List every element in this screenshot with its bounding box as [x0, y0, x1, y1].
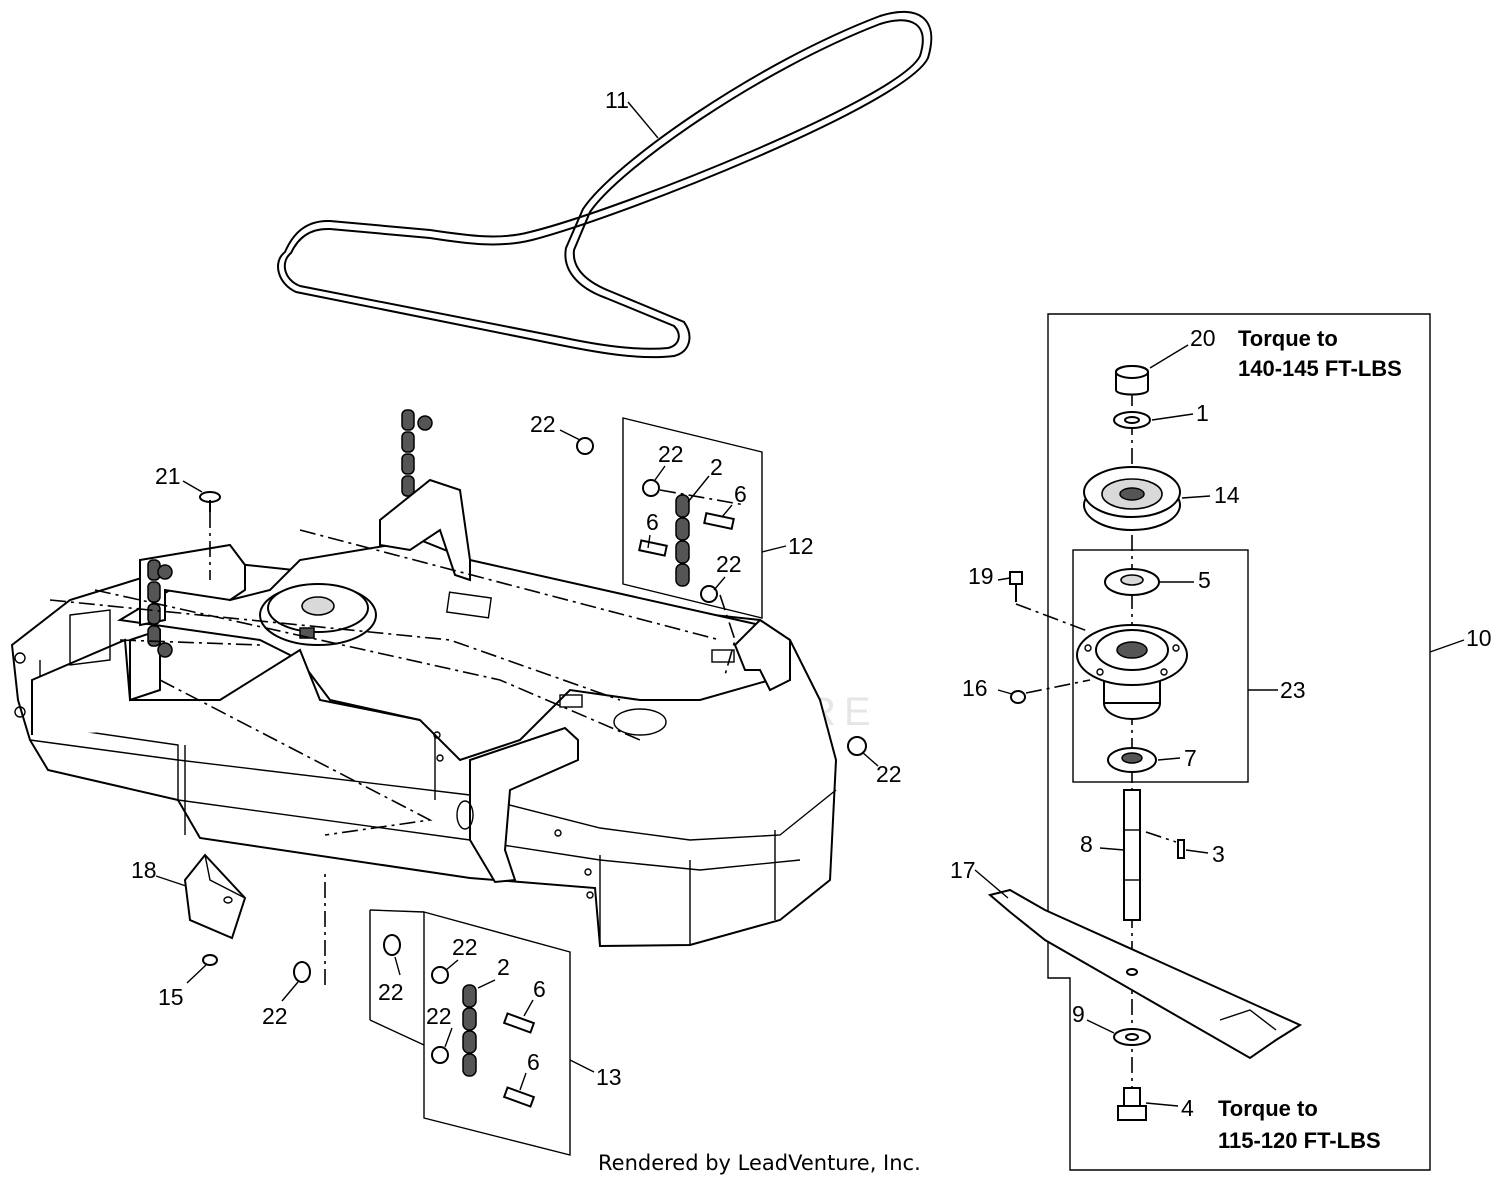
leader-lines: [155, 101, 1465, 1107]
callout-19: 19: [968, 563, 994, 589]
nut-22-top: [576, 437, 594, 455]
callout-22: 22: [530, 411, 556, 437]
belt-drawing: [277, 10, 933, 359]
callout-7: 7: [1184, 745, 1197, 771]
callout-23: 23: [1280, 677, 1306, 703]
callout-4: 4: [1181, 1095, 1194, 1121]
callout-22: 22: [658, 441, 684, 467]
pin-21-drawing: [199, 491, 221, 580]
callout-16: 16: [962, 675, 988, 701]
callout-5: 5: [1198, 567, 1211, 593]
callout-13: 13: [596, 1064, 622, 1090]
callout-11: 11: [605, 87, 629, 113]
callout-3: 3: [1212, 841, 1225, 867]
torque-note-top-line1: Torque to: [1238, 326, 1338, 351]
callout-12: 12: [788, 533, 814, 559]
callout-20: 20: [1190, 325, 1216, 351]
callout-22: 22: [452, 934, 478, 960]
torque-note-bottom-line1: Torque to: [1218, 1096, 1318, 1121]
callout-6: 6: [533, 976, 546, 1002]
callout-8: 8: [1080, 831, 1093, 857]
bracket-18-drawing: [183, 853, 247, 966]
callout-labels: 11 22 22 22 22 22 22 22 22 21 2 2 6 6 6 …: [131, 87, 1492, 1121]
callout-15: 15: [158, 984, 184, 1010]
callout-22: 22: [876, 761, 902, 787]
torque-note-top-line2: 140-145 FT-LBS: [1238, 356, 1402, 381]
callout-6: 6: [646, 509, 659, 535]
callout-14: 14: [1214, 482, 1240, 508]
torque-note-bottom-line2: 115-120 FT-LBS: [1218, 1128, 1381, 1153]
spindle-assembly-drawing: [987, 313, 1431, 1171]
callout-22: 22: [262, 1003, 288, 1029]
callout-9: 9: [1072, 1001, 1085, 1027]
callout-18: 18: [131, 857, 157, 883]
callout-17: 17: [950, 857, 976, 883]
callout-2: 2: [710, 454, 723, 480]
callout-1: 1: [1196, 400, 1209, 426]
callout-22: 22: [378, 979, 404, 1005]
mower-deck-drawing: [10, 409, 838, 948]
callout-6: 6: [734, 481, 747, 507]
render-credit: Rendered by LeadVenture, Inc.: [598, 1151, 921, 1175]
callout-22: 22: [426, 1003, 452, 1029]
kit-13-drawing: [293, 870, 571, 1156]
torque-notes: Torque to 140-145 FT-LBS Torque to 115-1…: [1218, 326, 1402, 1153]
callout-6: 6: [527, 1049, 540, 1075]
callout-2: 2: [497, 954, 510, 980]
nut-22-right: [847, 736, 867, 756]
callout-10: 10: [1466, 625, 1492, 651]
kit-12-drawing: [622, 417, 763, 676]
callout-22: 22: [716, 551, 742, 577]
callout-21: 21: [155, 463, 181, 489]
